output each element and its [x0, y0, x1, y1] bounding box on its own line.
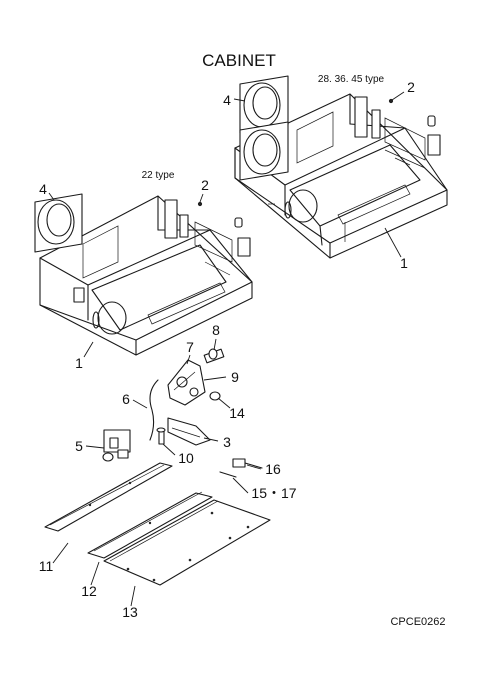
callout-1-right: 1 — [400, 255, 408, 271]
callout-2-right: 2 — [407, 79, 415, 95]
cabinet-small-unit — [34, 193, 253, 356]
callout-13: 13 — [122, 604, 138, 620]
callout-4-left: 4 — [39, 181, 47, 197]
leader-lines — [48, 91, 405, 607]
diagram-title: CABINET — [202, 51, 276, 70]
callout-11: 11 — [39, 558, 54, 574]
cabinet-large-unit — [234, 75, 448, 259]
grommet-part-14 — [209, 391, 221, 401]
duct-collar-right — [239, 75, 289, 181]
switch-assembly-part-5 — [102, 429, 131, 462]
callout-15-17: 15・17 — [251, 485, 296, 501]
mounting-bracket-part-7-9 — [167, 359, 206, 406]
callout-4-right: 4 — [223, 92, 231, 108]
clamp-part-16 — [219, 458, 263, 478]
panel-part-11 — [44, 462, 173, 532]
screw-part-10 — [156, 427, 166, 445]
callout-8: 8 — [212, 322, 220, 338]
callout-10: 10 — [178, 450, 194, 466]
callout-1-left: 1 — [75, 355, 83, 371]
callout-14: 14 — [229, 405, 245, 421]
type-label-large: 28. 36. 45 type — [318, 74, 385, 85]
cable-part-6 — [149, 379, 159, 441]
callout-9: 9 — [231, 369, 239, 385]
duct-collar-left — [34, 193, 83, 253]
callout-16: 16 — [265, 461, 281, 477]
type-label-small: 22 type — [142, 170, 175, 181]
connector-part-8 — [203, 348, 225, 364]
callout-2-left: 2 — [201, 177, 209, 193]
panel-part-13 — [103, 499, 271, 586]
callout-12: 12 — [81, 583, 97, 599]
callout-3: 3 — [223, 434, 231, 450]
callout-7: 7 — [186, 339, 194, 355]
callout-6: 6 — [122, 391, 130, 407]
figure-code: CPCE0262 — [390, 616, 445, 628]
callout-5: 5 — [75, 438, 83, 454]
panel-part-12 — [87, 491, 213, 559]
bracket-part-3 — [167, 417, 211, 446]
